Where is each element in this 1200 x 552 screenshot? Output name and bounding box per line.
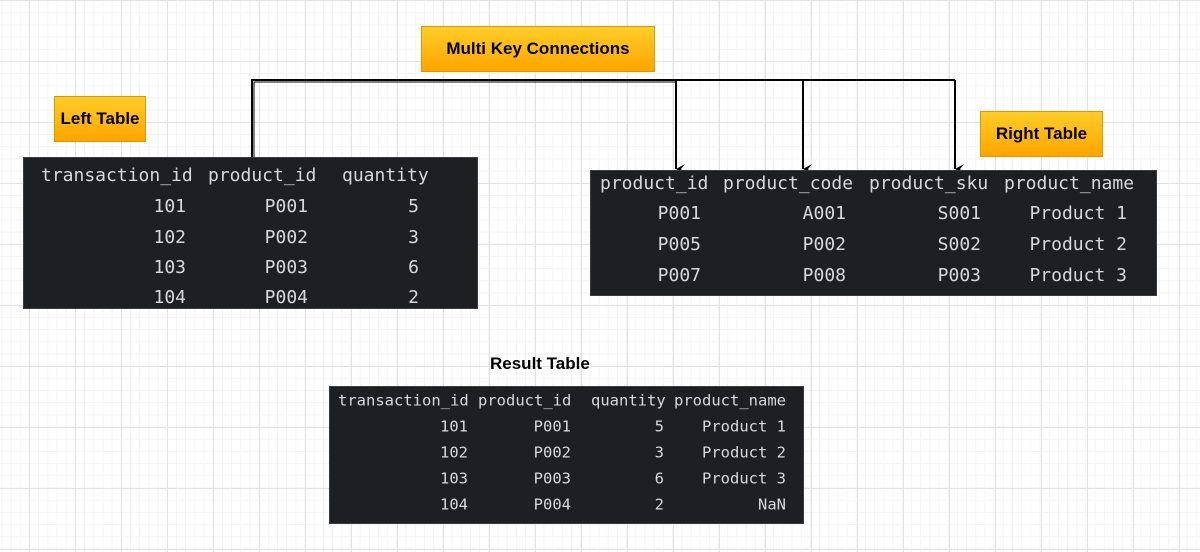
multi-key-connections-label: Multi Key Connections [421,26,655,72]
column-header: product_code [723,173,854,194]
column-header: quantity [591,391,666,410]
column-header: product_id [600,173,709,194]
table-cell: Product 1 [1029,203,1127,224]
table-cell: P003 [264,257,308,278]
table-cell: 104 [440,495,468,514]
table-cell: 102 [440,443,468,462]
table-cell: P003 [533,469,571,488]
column-header: product_id [478,391,572,410]
table-cell: 101 [440,417,468,436]
table-cell: 104 [153,287,186,308]
column-header: transaction_id [338,391,469,410]
connector-trunk [251,79,955,157]
table-cell: P001 [533,417,571,436]
table-cell: 2 [654,495,664,514]
table-cell: 2 [408,287,419,308]
left-table: transaction_id product_id quantity 101 P001 5… [23,157,478,309]
table-cell: 103 [440,469,468,488]
left-table-label: Left Table [54,96,146,142]
table-cell: 5 [654,417,664,436]
column-header: product_name [674,391,786,410]
table-cell: P008 [802,265,846,286]
table-cell: Product 3 [1029,265,1127,286]
table-cell: 6 [408,257,419,278]
table-cell: Product 1 [702,417,786,436]
table-cell: 102 [153,227,186,248]
table-cell: S002 [937,234,981,255]
table-cell: P004 [264,287,308,308]
table-cell: P001 [657,203,701,224]
table-cell: 5 [408,196,419,217]
column-header: product_id [208,165,317,186]
table-cell: P001 [264,196,308,217]
table-cell: P007 [657,265,701,286]
table-cell: 103 [153,257,186,278]
table-cell: NaN [758,495,786,514]
right-table-label: Right Table [980,111,1103,157]
right-table: product_id product_code product_sku product… [590,170,1157,296]
table-cell: 101 [153,196,186,217]
result-table: transaction_id product_id quantity product_… [329,386,804,524]
column-header: quantity [342,165,429,186]
table-cell: P004 [533,495,571,514]
table-cell: 3 [654,443,664,462]
result-table-title: Result Table [490,354,590,373]
table-cell: P002 [802,234,846,255]
table-cell: P005 [657,234,701,255]
column-header: product_name [1004,173,1135,194]
table-cell: Product 3 [702,469,786,488]
table-cell: P002 [533,443,571,462]
table-cell: 3 [408,227,419,248]
table-cell: Product 2 [702,443,786,462]
table-cell: P003 [937,265,981,286]
table-cell: Product 2 [1029,234,1127,255]
table-cell: P002 [264,227,308,248]
table-cell: S001 [937,203,981,224]
table-cell: 6 [654,469,664,488]
table-cell: A001 [802,203,846,224]
column-header: transaction_id [41,165,193,186]
column-header: product_sku [869,173,989,194]
connector-trunk-inner [253,81,676,157]
